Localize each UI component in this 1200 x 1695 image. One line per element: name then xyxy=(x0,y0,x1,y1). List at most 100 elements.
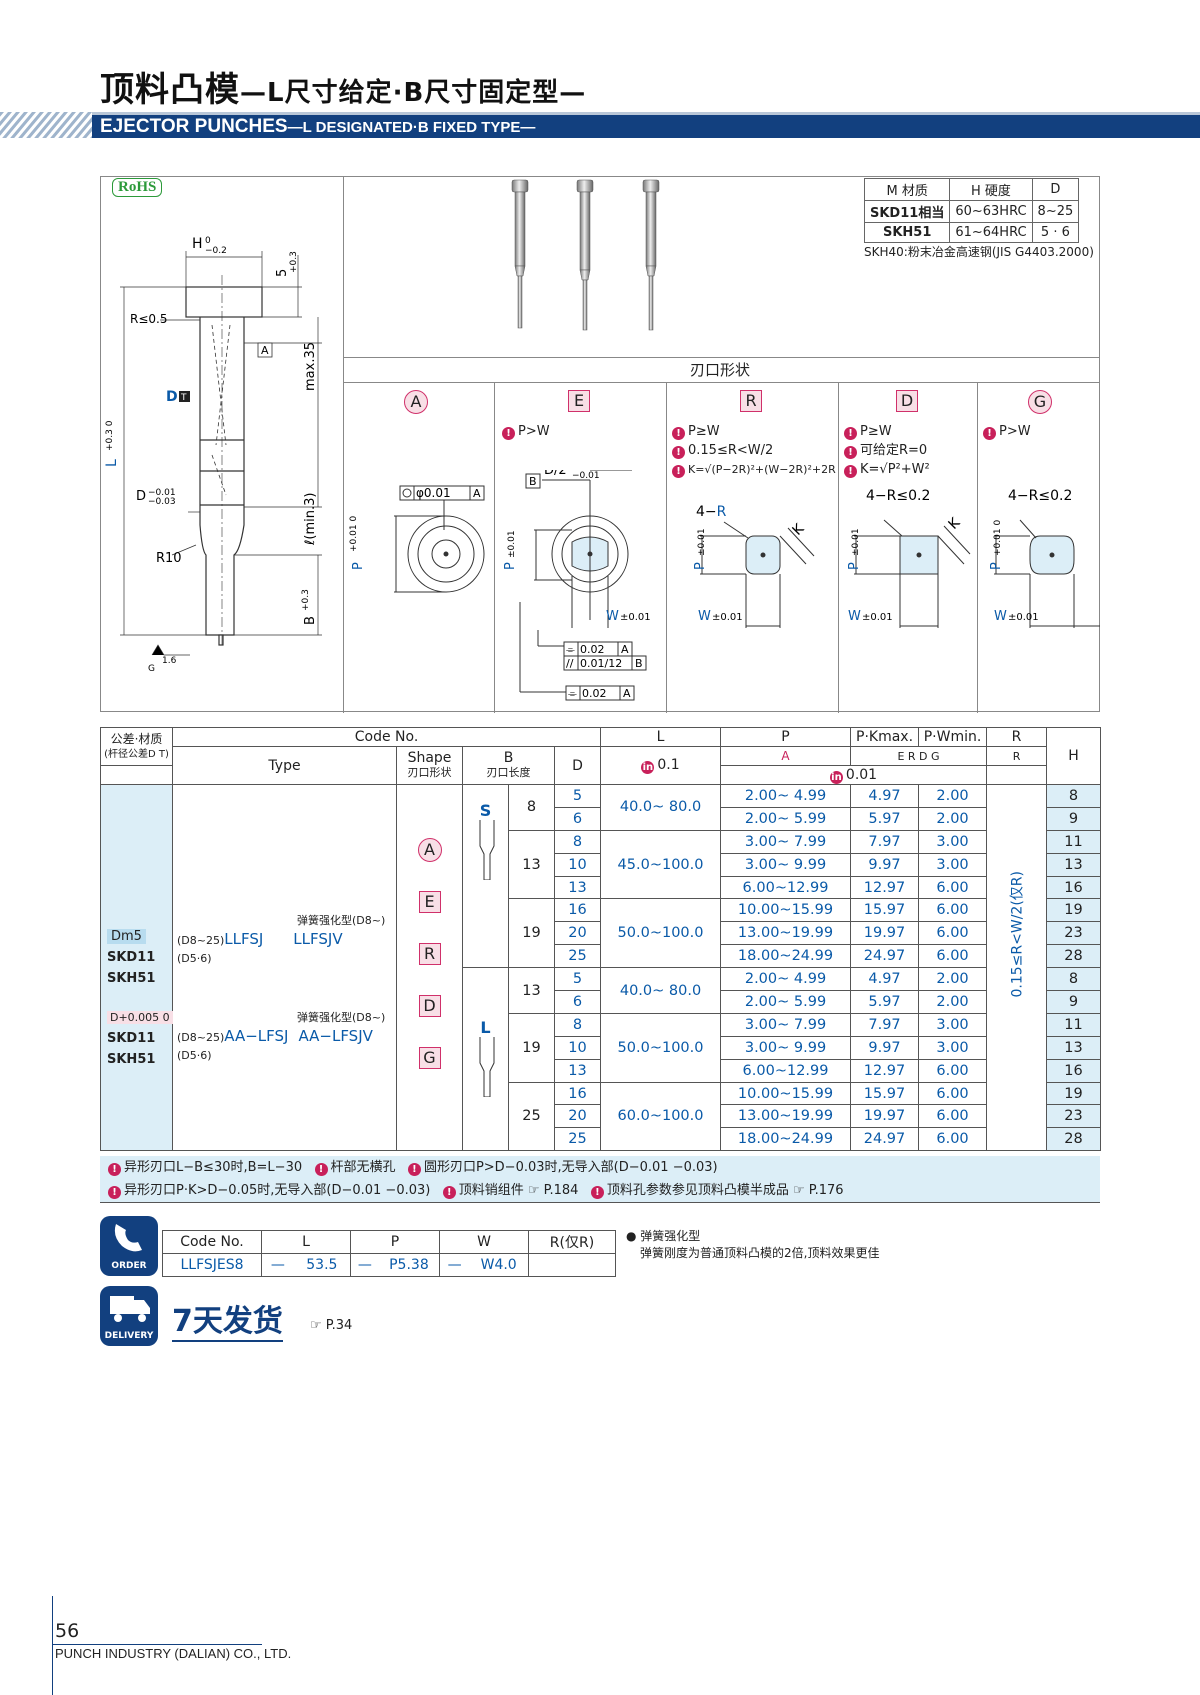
delivery-ref[interactable]: ☞ P.34 xyxy=(310,1318,353,1333)
shape-header: 刃口形状 xyxy=(690,361,751,379)
shape-D: D xyxy=(896,390,918,412)
delivery-text: 7天发货 xyxy=(172,1304,283,1342)
svg-text://: // xyxy=(566,657,574,670)
svg-text:0.02: 0.02 xyxy=(582,687,607,700)
svg-text:A: A xyxy=(623,687,631,700)
phone-icon xyxy=(114,1224,142,1252)
svg-text:5: 5 xyxy=(275,269,290,277)
svg-text:+0.3: +0.3 xyxy=(301,589,311,611)
footnote-line-1: !异形刃口L−B≤30时,B=L−30 !杆部无横孔 !圆形刃口P>D−0.03… xyxy=(100,1156,1100,1179)
svg-text:+0.3: +0.3 xyxy=(289,251,299,273)
svg-text:0.01/12: 0.01/12 xyxy=(580,657,622,670)
cond-R: !P≥W !0.15≤R<W/2 !K=√(P−2R)²+(W−2R)²+2R xyxy=(672,422,836,479)
svg-text:W: W xyxy=(698,609,711,624)
page-title: 顶料凸模—L尺寸给定·B尺寸固定型— xyxy=(100,62,586,111)
series-l-icon xyxy=(479,1037,494,1098)
svg-text:D: D xyxy=(166,389,178,405)
svg-text:+0.3 0: +0.3 0 xyxy=(105,420,115,451)
mat-header-hardness: H 硬度 xyxy=(949,178,1033,201)
svg-text:4−R≤0.2: 4−R≤0.2 xyxy=(1008,488,1072,504)
title-bar xyxy=(0,112,1200,138)
svg-text:±0.01: ±0.01 xyxy=(862,612,893,623)
svg-text:A: A xyxy=(621,643,629,656)
mat-header-d: D xyxy=(1031,178,1080,201)
svg-text:P: P xyxy=(693,562,708,570)
svg-text:L: L xyxy=(104,459,120,467)
shape-A: A xyxy=(404,390,428,414)
svg-text:P: P xyxy=(847,562,862,570)
svg-text:±0.01: ±0.01 xyxy=(1008,612,1039,623)
svg-text:W: W xyxy=(606,609,619,624)
svg-text:+0.01 0: +0.01 0 xyxy=(349,516,359,552)
svg-text:G: G xyxy=(148,664,155,674)
company-name: PUNCH INDUSTRY (DALIAN) CO., LTD. xyxy=(55,1646,292,1661)
svg-text:ℓ(min.3): ℓ(min.3) xyxy=(303,493,318,546)
svg-text:R10: R10 xyxy=(156,551,182,566)
cond-G: !P>W xyxy=(983,422,1031,441)
svg-text:B: B xyxy=(635,657,643,670)
truck-icon xyxy=(110,1296,150,1322)
svg-text:max.35: max.35 xyxy=(303,342,318,391)
svg-text:K: K xyxy=(790,520,808,538)
page-number: 56 xyxy=(55,1620,80,1642)
svg-text:.: . xyxy=(546,481,550,496)
order-table: Code No. L P W R(仅R) LLFSJES8 — 53.5 — P… xyxy=(162,1230,616,1277)
cond-E: !P>W xyxy=(502,422,550,441)
svg-text:D/2: D/2 xyxy=(544,470,567,478)
svg-text:0: 0 xyxy=(576,470,582,473)
shape-E: E xyxy=(568,390,590,412)
cond-D: !P≥W !可给定R=0 !K=√P²+W² xyxy=(844,422,930,479)
mat-header-material: M 材质 xyxy=(863,178,951,201)
svg-text:T: T xyxy=(180,393,187,403)
svg-text:D: D xyxy=(136,489,146,504)
title-en: EJECTOR PUNCHES—L DESIGNATED·B FIXED TYP… xyxy=(100,116,536,137)
svg-text:±0.01: ±0.01 xyxy=(697,528,707,556)
footnote-line-2: !异形刃口P·K>D−0.05时,无导入部(D−0.01 −0.03) !顶料销… xyxy=(100,1179,1100,1202)
shape-G: G xyxy=(1028,390,1052,414)
svg-text:−0.2: −0.2 xyxy=(205,246,227,256)
series-s-icon xyxy=(479,820,494,881)
svg-text:B: B xyxy=(303,616,318,625)
punch-drawing: A H 0 −0.2 5 +0.3 R≤0.5 max.35 D T L +0.… xyxy=(104,236,322,674)
svg-text:A: A xyxy=(261,344,269,357)
svg-text:W: W xyxy=(848,609,861,624)
svg-text:−0.01: −0.01 xyxy=(148,488,176,498)
svg-text:0: 0 xyxy=(205,236,211,246)
svg-text:1.6: 1.6 xyxy=(162,656,177,666)
material-note: SKH40:粉末冶金高速钢(JIS G4403.2000) xyxy=(864,245,1094,259)
order-badge: ORDER xyxy=(100,1216,158,1276)
svg-text:−0.03: −0.03 xyxy=(148,497,176,507)
svg-text:±0.01: ±0.01 xyxy=(851,528,861,556)
svg-text:⌯: ⌯ xyxy=(566,643,575,656)
svg-text:A: A xyxy=(473,487,481,500)
punch-photos xyxy=(511,179,660,331)
order-note: ● 弹簧强化型 弹簧刚度为普通顶料凸模的2倍,顶料效果更佳 xyxy=(626,1229,880,1260)
svg-text:4−R: 4−R xyxy=(696,504,727,520)
svg-text:P: P xyxy=(989,562,1004,570)
svg-text:R≤0.5: R≤0.5 xyxy=(130,312,167,326)
rohs-badge: RoHS xyxy=(112,178,163,197)
svg-text:−0.01: −0.01 xyxy=(572,471,600,481)
svg-text:H: H xyxy=(192,236,203,252)
title-cn-sub: —L尺寸给定·B尺寸固定型— xyxy=(240,78,587,108)
svg-text:φ0.01: φ0.01 xyxy=(416,486,451,500)
materials-table: M 材质 H 硬度 D SKD11相当 60~63HRC 8~25 SKH51 … xyxy=(863,178,1080,243)
svg-text:±0.01: ±0.01 xyxy=(620,612,651,623)
delivery-badge: DELIVERY xyxy=(100,1286,158,1346)
svg-text:W: W xyxy=(994,609,1007,624)
svg-text:+0.01 0: +0.01 0 xyxy=(993,520,1003,556)
svg-text:±0.01: ±0.01 xyxy=(712,612,743,623)
svg-text:P: P xyxy=(503,562,518,570)
svg-text:⌯: ⌯ xyxy=(568,687,577,700)
